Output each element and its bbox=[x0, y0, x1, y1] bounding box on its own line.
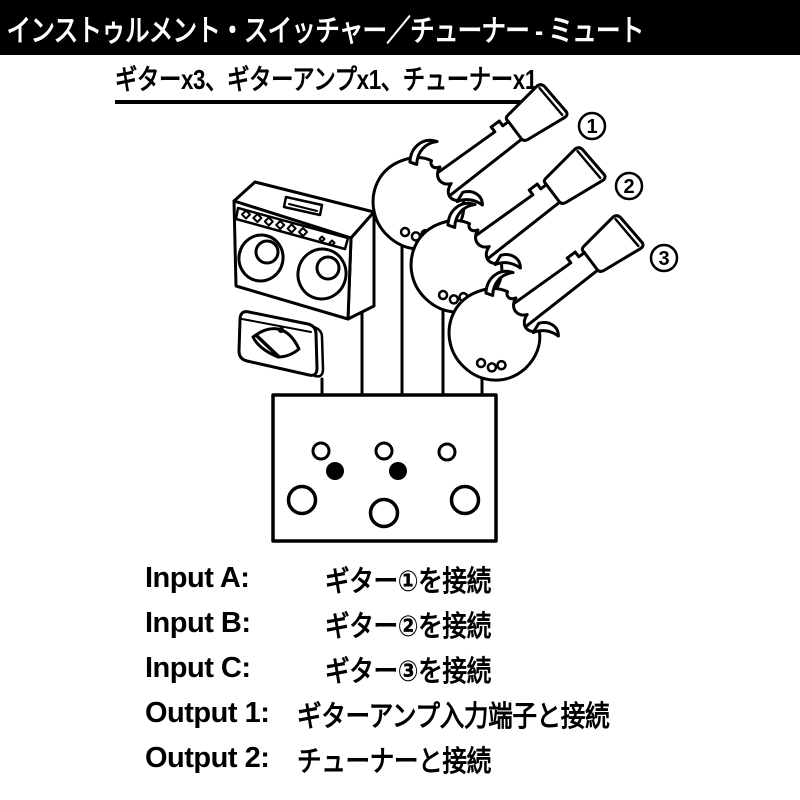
switcher-led-on-1 bbox=[326, 462, 344, 480]
switcher-footswitch-b bbox=[368, 497, 400, 529]
subtitle: ギターx3、ギターアンプx1、チューナーx1 bbox=[115, 58, 537, 104]
connection-row-input-a: Input A: ギター①を接続 bbox=[145, 556, 664, 601]
guitar-amp-illustration bbox=[232, 180, 376, 321]
connection-label: Output 2: bbox=[145, 742, 270, 774]
badge-3-number: 3 bbox=[658, 248, 669, 270]
connection-legend: Input A: ギター①を接続 Input B: ギター②を接続 Input … bbox=[145, 556, 664, 781]
switcher-led-a bbox=[311, 441, 331, 461]
connection-row-output-1: Output 1: ギターアンプ入力端子と接続 bbox=[145, 691, 664, 736]
title-bar: インストゥルメント・スイッチャー／チューナー - ミュート bbox=[0, 0, 800, 55]
connection-row-input-b: Input B: ギター②を接続 bbox=[145, 601, 664, 646]
connection-value: ギター①を接続 bbox=[325, 565, 491, 598]
switcher-footswitch-a bbox=[286, 484, 318, 516]
badge-guitar-3: 3 bbox=[649, 243, 679, 273]
connection-row-input-c: Input C: ギター③を接続 bbox=[145, 646, 664, 691]
tuner-needle bbox=[255, 334, 280, 358]
switcher-led-b bbox=[374, 441, 394, 461]
connection-label: Output 1: bbox=[145, 697, 270, 729]
connection-label: Input C: bbox=[145, 652, 251, 684]
connection-row-output-2: Output 2: チューナーと接続 bbox=[145, 736, 664, 781]
badge-1-number: 1 bbox=[586, 116, 597, 138]
page-title: インストゥルメント・スイッチャー／チューナー - ミュート bbox=[6, 14, 645, 48]
connection-label: Input B: bbox=[145, 607, 251, 639]
tuner-illustration bbox=[237, 310, 325, 378]
switcher-led-on-2 bbox=[389, 462, 407, 480]
switcher-pedal-illustration bbox=[271, 393, 498, 543]
connection-label: Input A: bbox=[145, 562, 250, 594]
subtitle-text: ギターx3、ギターアンプx1、チューナーx1 bbox=[115, 58, 537, 104]
badge-2-number: 2 bbox=[623, 176, 634, 198]
connection-value: ギター③を接続 bbox=[325, 655, 491, 688]
badge-guitar-2: 2 bbox=[614, 171, 644, 201]
switcher-footswitch-c bbox=[449, 484, 481, 516]
badge-guitar-1: 1 bbox=[577, 111, 607, 141]
connection-value: チューナーと接続 bbox=[297, 745, 491, 778]
connection-value: ギター②を接続 bbox=[325, 610, 491, 643]
connection-value: ギターアンプ入力端子と接続 bbox=[297, 700, 610, 733]
switcher-led-c bbox=[437, 442, 457, 462]
